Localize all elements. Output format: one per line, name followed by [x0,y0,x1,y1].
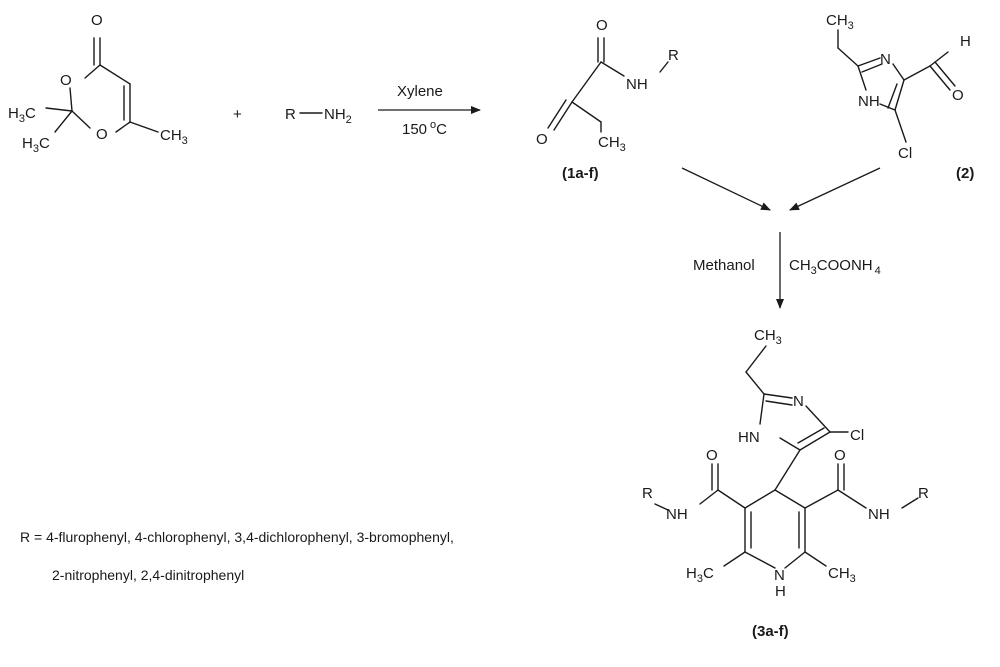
product1-r-group: R [668,47,679,64]
meldrum-methyl-c: CH3 [160,127,188,147]
meldrum-ring-o-upper: O [60,72,72,89]
product3-nh-right: NH [868,506,890,523]
product1-carbonyl-o1: O [596,17,608,34]
aldehyde-code: (2) [956,165,974,182]
product3-carbonyl-o-left: O [706,447,718,464]
aldehyde-nh: NH [858,93,880,110]
converge-arrow-right [789,167,881,211]
product3-r-right: R [918,485,929,502]
aldehyde-methyl: CH3 [826,12,854,32]
product3-nh-left: NH [666,506,688,523]
product3-code: (3a-f) [752,623,789,640]
product3-r-left: R [642,485,653,502]
meldrum-methyl-a: H3C [8,105,36,125]
amine-reagent: R NH2 [285,106,352,126]
product1-code: (1a-f) [562,165,599,182]
substituents-line1: R = 4-flurophenyl, 4-chlorophenyl, 3,4-d… [20,529,454,545]
substituents-line2: 2-nitrophenyl, 2,4-dinitrophenyl [52,567,244,583]
meldrum-methyl-b: H3C [22,135,50,155]
meldrums-acid-structure: O O O H3C H3C CH3 [8,12,188,155]
converge-arrow-left [681,167,771,211]
aldehyde-structure: CH3 N H O NH Cl (2) [826,12,974,182]
aldehyde-h: H [960,33,971,50]
aldehyde-imine-n: N [880,51,891,68]
step1-solvent: Xylene [397,83,443,100]
product3-methyl-right: CH3 [828,565,856,585]
product3-cl: Cl [850,427,864,444]
aldehyde-cl: Cl [898,145,912,162]
product1-structure: O NH R O CH3 (1a-f) [536,17,679,182]
product1-methyl: CH3 [598,134,626,154]
product3-structure: CH3 N HN Cl O O R [642,327,929,640]
meldrum-carbonyl-o: O [91,12,103,29]
product3-methyl-left: H3C [686,565,714,585]
amine-nh2: NH2 [324,106,352,126]
amine-r: R [285,106,296,123]
product3-imidazole-hn: HN [738,429,760,446]
product3-ring-h: H [775,583,786,600]
product1-carbonyl-o2: O [536,131,548,148]
meldrum-ring-o-lower: O [96,126,108,143]
aldehyde-o: O [952,87,964,104]
plus-sign: + [233,106,242,123]
product3-methyl-top: CH3 [754,327,782,347]
product1-amide-nh: NH [626,76,648,93]
step2-solvent: Methanol [693,257,755,274]
product3-carbonyl-o-right: O [834,447,846,464]
product3-ring-n: N [774,567,785,584]
product3-imine-n: N [793,393,804,410]
